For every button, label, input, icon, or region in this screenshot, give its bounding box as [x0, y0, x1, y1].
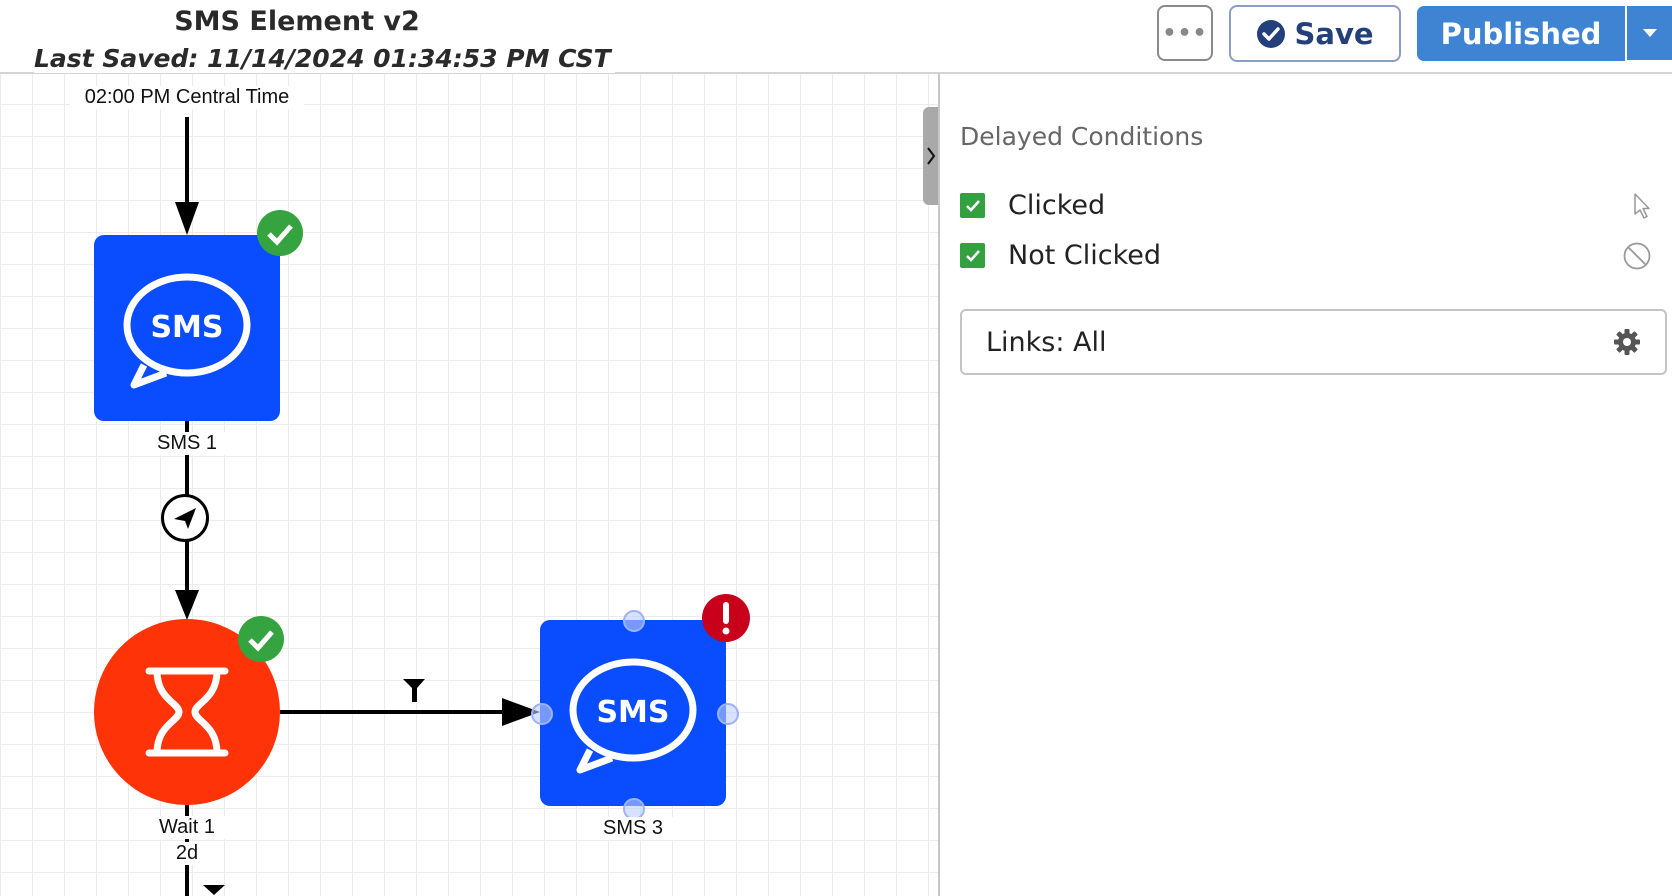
sms-node-3[interactable]: SMS	[540, 620, 726, 806]
page-title: SMS Element v2	[174, 6, 420, 37]
sms-bubble-icon: SMS	[123, 273, 251, 389]
start-time-label: 02:00 PM Central Time	[70, 86, 304, 109]
save-label: Save	[1294, 16, 1374, 51]
svg-text:SMS: SMS	[150, 310, 223, 345]
filter-icon	[403, 679, 425, 702]
node-sublabel: 2d	[165, 842, 209, 865]
publish-dropdown-button[interactable]	[1627, 6, 1672, 60]
check-circle-icon	[1257, 19, 1286, 48]
published-button[interactable]: Published	[1417, 6, 1625, 61]
condition-clicked[interactable]: Clicked	[960, 190, 1652, 221]
panel-divider	[938, 72, 940, 896]
clicked-checkbox[interactable]	[960, 193, 985, 218]
links-selector[interactable]: Links: All	[960, 309, 1667, 375]
condition-label: Not Clicked	[1008, 240, 1162, 271]
not-clicked-checkbox[interactable]	[960, 243, 985, 268]
gear-icon[interactable]	[1613, 328, 1641, 356]
svg-text:SMS: SMS	[596, 695, 669, 730]
condition-label: Clicked	[1008, 190, 1106, 221]
valid-check-icon	[238, 616, 284, 662]
save-button[interactable]: Save	[1229, 5, 1401, 62]
node-label: SMS 1	[147, 432, 227, 455]
node-label: Wait 1	[147, 816, 227, 839]
connection-handle[interactable]	[717, 703, 739, 725]
caret-down-icon	[1642, 29, 1657, 37]
error-icon	[702, 594, 750, 642]
valid-check-icon	[257, 210, 303, 256]
connection-handle[interactable]	[531, 703, 553, 725]
ban-icon	[1623, 242, 1651, 269]
condition-not-clicked[interactable]: Not Clicked	[960, 240, 1652, 271]
sms-node-1[interactable]: SMS	[94, 235, 280, 421]
workflow-canvas[interactable]: 02:00 PM Central Time SMS SMS 1 Wait 1 2…	[0, 72, 938, 896]
hourglass-icon	[145, 667, 229, 757]
chevron-right-icon	[926, 147, 935, 165]
more-options-button[interactable]: •••	[1157, 5, 1213, 61]
panel-title: Delayed Conditions	[960, 122, 1204, 151]
sms-bubble-icon: SMS	[569, 658, 697, 774]
links-label: Links: All	[986, 326, 1107, 358]
collapse-panel-button[interactable]	[923, 107, 938, 205]
last-saved-text: Last Saved: 11/14/2024 01:34:53 PM CST	[34, 44, 615, 73]
cursor-icon	[1634, 192, 1650, 219]
connection-handle[interactable]	[623, 610, 645, 632]
send-icon[interactable]	[161, 494, 209, 542]
node-label: SMS 3	[593, 817, 673, 840]
